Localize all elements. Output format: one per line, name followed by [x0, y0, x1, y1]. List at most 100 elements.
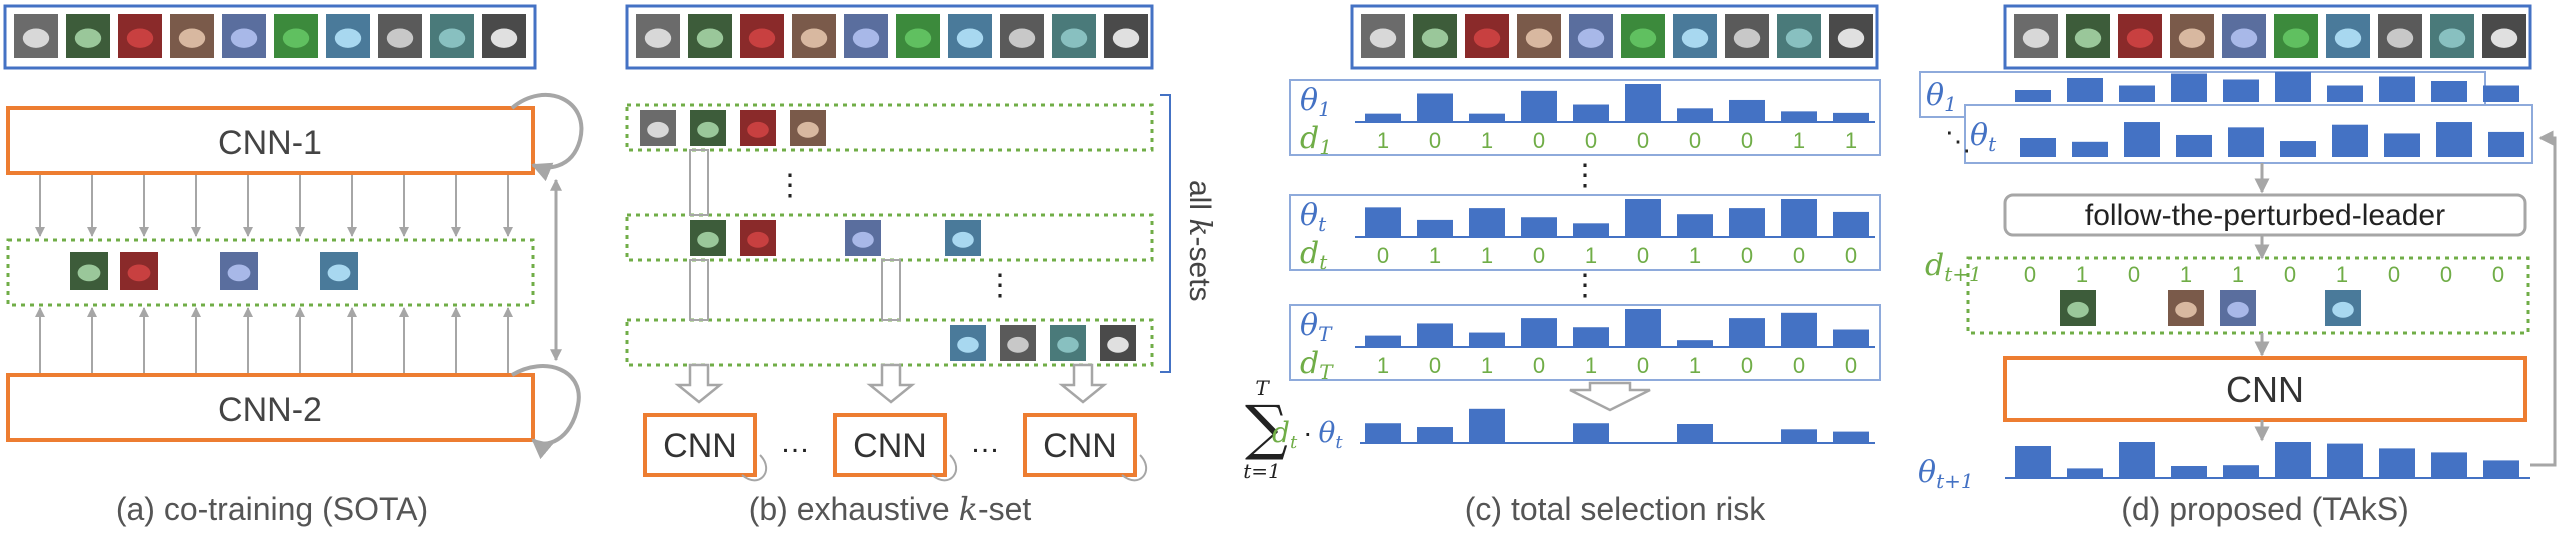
thetat-bars: [2020, 122, 2524, 157]
image-thumbnail: [2326, 14, 2370, 58]
d-value: 0: [1637, 128, 1649, 153]
selected-image: [70, 252, 108, 290]
thetat-bar: [2176, 134, 2212, 157]
panel-a: CNN-1 CNN-2 (a) co-training (SOTA): [3, 4, 584, 527]
d-value: 1: [1585, 353, 1597, 378]
theta1-bar: [2015, 90, 2051, 102]
theta1-bar: [2275, 72, 2311, 102]
sum-bar: [1781, 429, 1817, 443]
all-ksets-label: all k-sets: [1182, 180, 1217, 302]
sum-term: dt·θt: [1272, 416, 1343, 453]
image-thumbnail: [14, 14, 58, 58]
d-value: 0: [1533, 353, 1545, 378]
risk-bar: [1521, 90, 1557, 122]
d-value: 0: [1429, 353, 1441, 378]
image-thumbnail: [2274, 14, 2318, 58]
selected-image: [320, 252, 358, 290]
d-value: 0: [1429, 128, 1441, 153]
theta-next-bar: [2379, 448, 2415, 478]
selection-box-a: [6, 238, 535, 307]
image-thumbnail: [1104, 14, 1148, 58]
theta-label: θT: [1300, 308, 1333, 346]
sum-lower: t=1: [1243, 459, 1281, 483]
theta-next-bar: [2015, 446, 2051, 478]
cnn-box-b2: [833, 413, 947, 477]
risk-bar: [1573, 223, 1609, 237]
hollow-arrow-c: [1569, 381, 1651, 412]
image-thumbnail: [844, 14, 888, 58]
self-loop-b1: [741, 454, 767, 482]
thetat-bar: [2384, 133, 2420, 157]
image-thumbnail: [896, 14, 940, 58]
image-thumbnail: [66, 14, 110, 58]
d-value: 0: [1845, 353, 1857, 378]
row-connectors-b: [689, 149, 901, 321]
d-value: 0: [1533, 243, 1545, 268]
kset-image: [790, 110, 826, 146]
sum-symbol: ∑: [1245, 393, 1288, 463]
image-thumbnail: [1000, 14, 1044, 58]
panel-b: ⋮ ⋮ all k-sets CNN CNN CNN … … (b) exhau…: [625, 4, 1217, 528]
risk-bar: [1729, 318, 1765, 347]
d-value: 0: [1845, 243, 1857, 268]
risk-bar: [1625, 84, 1661, 122]
caption-c: (c) total selection risk: [1465, 491, 1767, 527]
theta1-bar: [2067, 78, 2103, 102]
risk-bar: [1573, 327, 1609, 347]
cnn-box-b3: [1023, 413, 1137, 477]
image-thumbnails-d: [2014, 14, 2526, 58]
caption-d: (d) proposed (TAkS): [2121, 491, 2409, 527]
image-strip-d: [2003, 4, 2532, 70]
cnn-1-label: CNN-1: [218, 124, 322, 162]
kset-image: [690, 220, 726, 256]
kset-image: [1000, 325, 1036, 361]
theta1-bar: [2431, 81, 2467, 102]
kset-brace: [1160, 94, 1171, 373]
image-thumbnail: [326, 14, 370, 58]
d-value: 0: [1793, 243, 1805, 268]
diagonal-dots-d: ⋱: [1945, 126, 1971, 156]
image-thumbnail: [688, 14, 732, 58]
kset-image: [740, 110, 776, 146]
risk-bar: [1469, 208, 1505, 237]
d-value: 0: [1741, 243, 1753, 268]
image-thumbnail: [2222, 14, 2266, 58]
d-value: 1: [1585, 243, 1597, 268]
image-thumbnail: [118, 14, 162, 58]
caption-a: (a) co-training (SOTA): [116, 491, 428, 527]
d-next-label: dt+1: [1925, 248, 1982, 286]
d-value: 0: [2128, 262, 2140, 287]
sum-bar: [1365, 423, 1401, 443]
d-value: 1: [1481, 353, 1493, 378]
d-value: 1: [2232, 262, 2244, 287]
image-strip-c: [1350, 4, 1879, 70]
image-thumbnail: [2014, 14, 2058, 58]
sum-bar: [1573, 423, 1609, 443]
vertical-dots-b2: ⋮: [985, 269, 1015, 302]
cnn-label-d: CNN: [2226, 369, 2304, 410]
image-thumbnail: [1517, 14, 1561, 58]
thetat-bar: [2020, 138, 2056, 157]
image-thumbnail: [1725, 14, 1769, 58]
cnn-label-b3: CNN: [1043, 427, 1117, 465]
theta-next-bar: [2431, 452, 2467, 478]
thetat-bar: [2488, 131, 2524, 157]
risk-bar: [1625, 309, 1661, 347]
theta1-label: θ1: [1926, 78, 1957, 116]
selected-image: [220, 252, 258, 290]
d-value: 0: [1637, 353, 1649, 378]
d-value: 1: [2180, 262, 2192, 287]
d-value: 1: [2336, 262, 2348, 287]
image-thumbnail: [792, 14, 836, 58]
d-label: d1: [1300, 121, 1332, 159]
risk-bar: [1365, 335, 1401, 347]
image-thumbnails-b: [636, 14, 1148, 58]
theta-next-bars: [2015, 442, 2519, 478]
d-value: 0: [2388, 262, 2400, 287]
d-value: 1: [1689, 243, 1701, 268]
kset-image: [945, 220, 981, 256]
